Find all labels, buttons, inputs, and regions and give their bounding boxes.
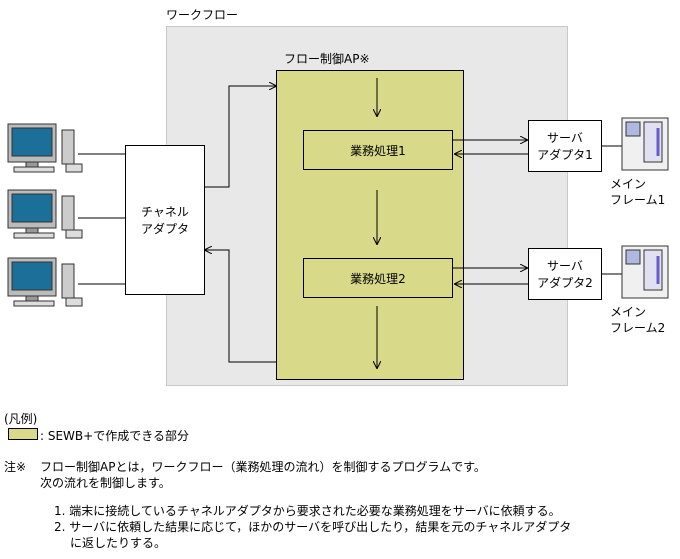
- channel-adapter-label-2: アダプタ: [140, 222, 189, 236]
- mainframe-2-label: メイン フレーム2: [610, 304, 665, 336]
- workflow-label: ワークフロー: [166, 8, 239, 22]
- note-item-2: 2. サーバに依頼した結果に応じて，ほかのサーバを呼び出したり，結果を元のチャネ…: [54, 520, 572, 534]
- mainframe-1-label-2: フレーム1: [610, 193, 666, 207]
- request-arrow: [205, 86, 276, 188]
- channel-adapter: チャネル アダプタ: [125, 145, 205, 295]
- mainframe-1-label: メイン フレーム1: [610, 176, 665, 208]
- legend-item: : SEWB+で作成できる部分: [40, 429, 189, 443]
- computer-icon-1: [7, 123, 83, 173]
- mainframe-icon-1: [621, 117, 669, 171]
- channel-adapter-label-1: チャネル: [141, 205, 189, 219]
- server-adapter-1-label-2: アダプタ1: [537, 148, 593, 162]
- note-item-1: 1. 端末に接続しているチャネルアダプタから要求された必要な業務処理をサーバに依…: [54, 504, 561, 518]
- mainframe-icon-2: [621, 245, 669, 299]
- computer-icon-3: [7, 257, 83, 307]
- note-item-2-cont: に返したりする。: [70, 536, 167, 550]
- mainframe-1-label-1: メイン: [610, 177, 647, 191]
- server-adapter-2-label-2: アダプタ2: [537, 276, 593, 290]
- flow-ap-label: フロー制御AP※: [284, 52, 370, 66]
- server-adapter-1: サーバ アダプタ1: [528, 120, 602, 172]
- return-arrow: [205, 250, 276, 363]
- business-process-2-label: 業務処理2: [350, 271, 406, 286]
- flow-control-ap: [276, 70, 464, 380]
- note-marker: 注※: [4, 460, 27, 474]
- business-process-1: 業務処理1: [303, 130, 453, 170]
- legend-swatch: [8, 428, 38, 440]
- note-line-2: 次の流れを制御します。: [40, 476, 171, 490]
- server-adapter-2-label-1: サーバ: [547, 259, 583, 273]
- legend-title: (凡例): [4, 412, 38, 426]
- server-adapter-2: サーバ アダプタ2: [528, 248, 602, 300]
- server-adapter-1-label-1: サーバ: [547, 131, 583, 145]
- mainframe-2-label-1: メイン: [610, 305, 647, 319]
- computer-icon-2: [7, 189, 83, 239]
- note-line-1: フロー制御APとは，ワークフロー（業務処理の流れ）を制御するプログラムです。: [40, 460, 486, 474]
- mainframe-2-label-2: フレーム2: [610, 321, 666, 335]
- business-process-1-label: 業務処理1: [350, 143, 406, 158]
- business-process-2: 業務処理2: [303, 258, 453, 298]
